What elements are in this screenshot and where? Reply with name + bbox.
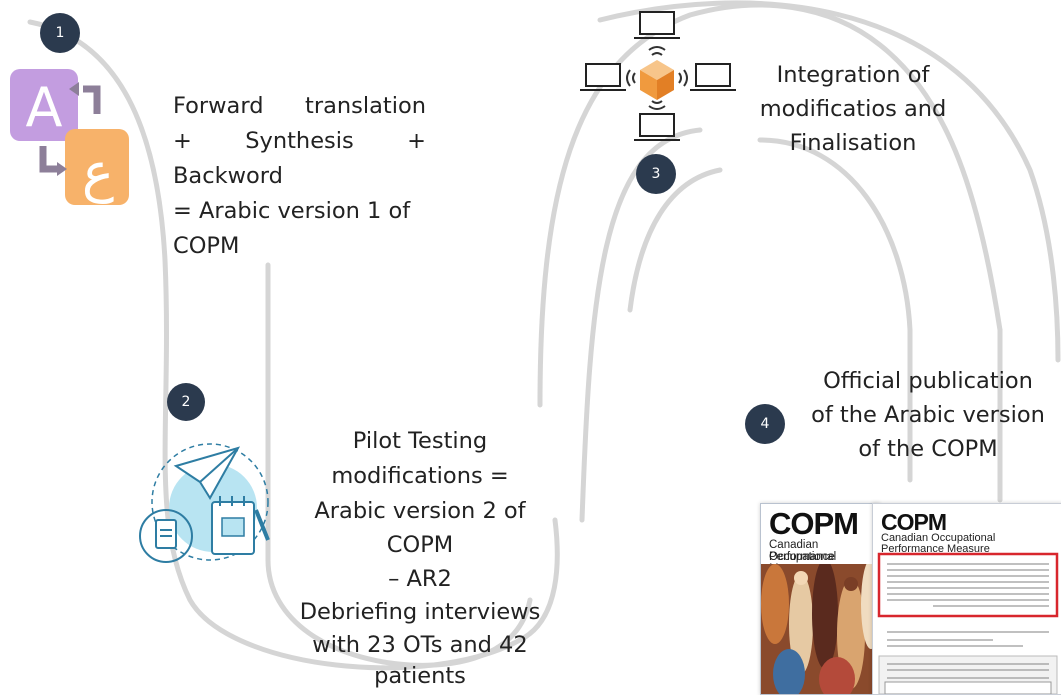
- letter-arabic-glyph: ع: [82, 141, 114, 204]
- step-3-number: 3: [651, 166, 661, 182]
- track-right-inner: [757, 137, 913, 483]
- step-4-number: 4: [760, 416, 770, 432]
- step-1-line-2: + Synthesis +: [173, 128, 426, 154]
- track-mid: [579, 127, 703, 523]
- step-1-badge: 1: [40, 13, 80, 53]
- network-sync-icon: [580, 11, 736, 141]
- translation-icon: A ع: [10, 69, 129, 205]
- copm-form-preview: [877, 552, 1059, 694]
- copm-cover-inner-subtitle-1: Canadian Occupational: [881, 532, 996, 544]
- step-2-line-5: – AR2: [388, 566, 452, 592]
- copm-cover-front-logo: COPM: [769, 506, 859, 541]
- track-outer-left: [27, 19, 560, 671]
- step-2-line-2: modifications =: [331, 463, 509, 489]
- step-2-line-4: COPM: [386, 532, 454, 558]
- copm-cover-inner: COPM Canadian Occupational Performance M…: [872, 503, 1061, 695]
- step-1-line-3: Backword: [173, 163, 283, 189]
- step-4-line-3: of the COPM: [858, 436, 998, 462]
- letter-a-glyph: A: [26, 76, 63, 139]
- step-2-line-6: Debriefing interviews: [299, 599, 541, 625]
- step-1-line-1: Forward translation: [173, 93, 426, 119]
- step-2-line-3: Arabic version 2 of: [314, 498, 526, 524]
- copm-cover-inner-subtitle-2: Performance Measure: [881, 543, 990, 555]
- step-4-line-2: of the Arabic version: [811, 402, 1045, 428]
- step-2-line-1: Pilot Testing: [352, 428, 488, 454]
- step-2-line-7: with 23 OTs and 42: [312, 632, 528, 658]
- step-2-line-8: patients: [374, 663, 466, 689]
- copm-cover-front-subtitle-1: Canadian Occupational: [769, 539, 837, 563]
- track-mid-inner: [627, 167, 723, 313]
- step-3-line-3: Finalisation: [789, 130, 917, 156]
- track-right-outer: [597, 0, 1061, 363]
- copm-cover-front: COPM Canadian Occupational Performance M…: [760, 503, 880, 695]
- step-3-line-1: Integration of: [776, 62, 930, 88]
- step-4-line-1: Official publication: [823, 368, 1033, 394]
- paper-plane-document-icon: [139, 443, 270, 563]
- step-1-line-4: = Arabic version 1 of: [173, 198, 411, 224]
- track-inner-left: [265, 262, 533, 668]
- step-3-badge: 3: [636, 154, 676, 194]
- step-1-line-5: COPM: [173, 233, 240, 259]
- step-2-badge: 2: [167, 383, 205, 421]
- step-4-badge: 4: [745, 404, 785, 444]
- copm-cover-inner-logo: COPM: [881, 509, 947, 535]
- copm-cover-artwork: [761, 564, 879, 694]
- step-1-number: 1: [55, 25, 65, 41]
- step-3-line-2: modificatios and: [759, 96, 947, 122]
- step-2-number: 2: [181, 394, 191, 410]
